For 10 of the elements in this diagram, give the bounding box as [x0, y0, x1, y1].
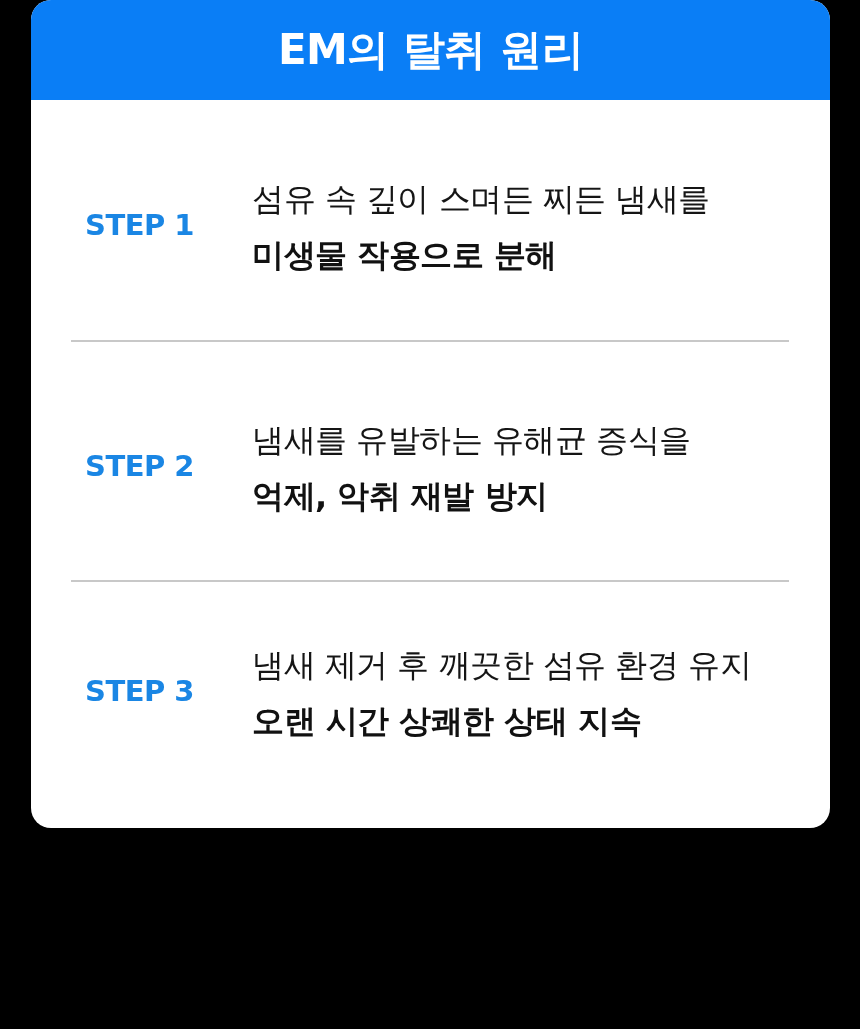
description-line: 냄새를 유발하는 유해균 증식을	[252, 421, 691, 459]
step-label: STEP 1	[85, 209, 194, 243]
description-line: 섬유 속 깊이 스며든 찌든 냄새를	[252, 180, 710, 218]
description-line: 냄새 제거 후 깨끗한 섬유 환경 유지	[252, 646, 752, 684]
summary-line: 억제, 악취 재발 방지	[252, 477, 548, 515]
title: EM의 탈취 원리	[277, 25, 584, 75]
step-label: STEP 2	[85, 450, 194, 484]
step-label: STEP 3	[85, 675, 194, 709]
summary-line: 오랜 시간 상쾌한 상태 지속	[252, 702, 642, 740]
summary-line: 미생물 작용으로 분해	[252, 236, 557, 274]
